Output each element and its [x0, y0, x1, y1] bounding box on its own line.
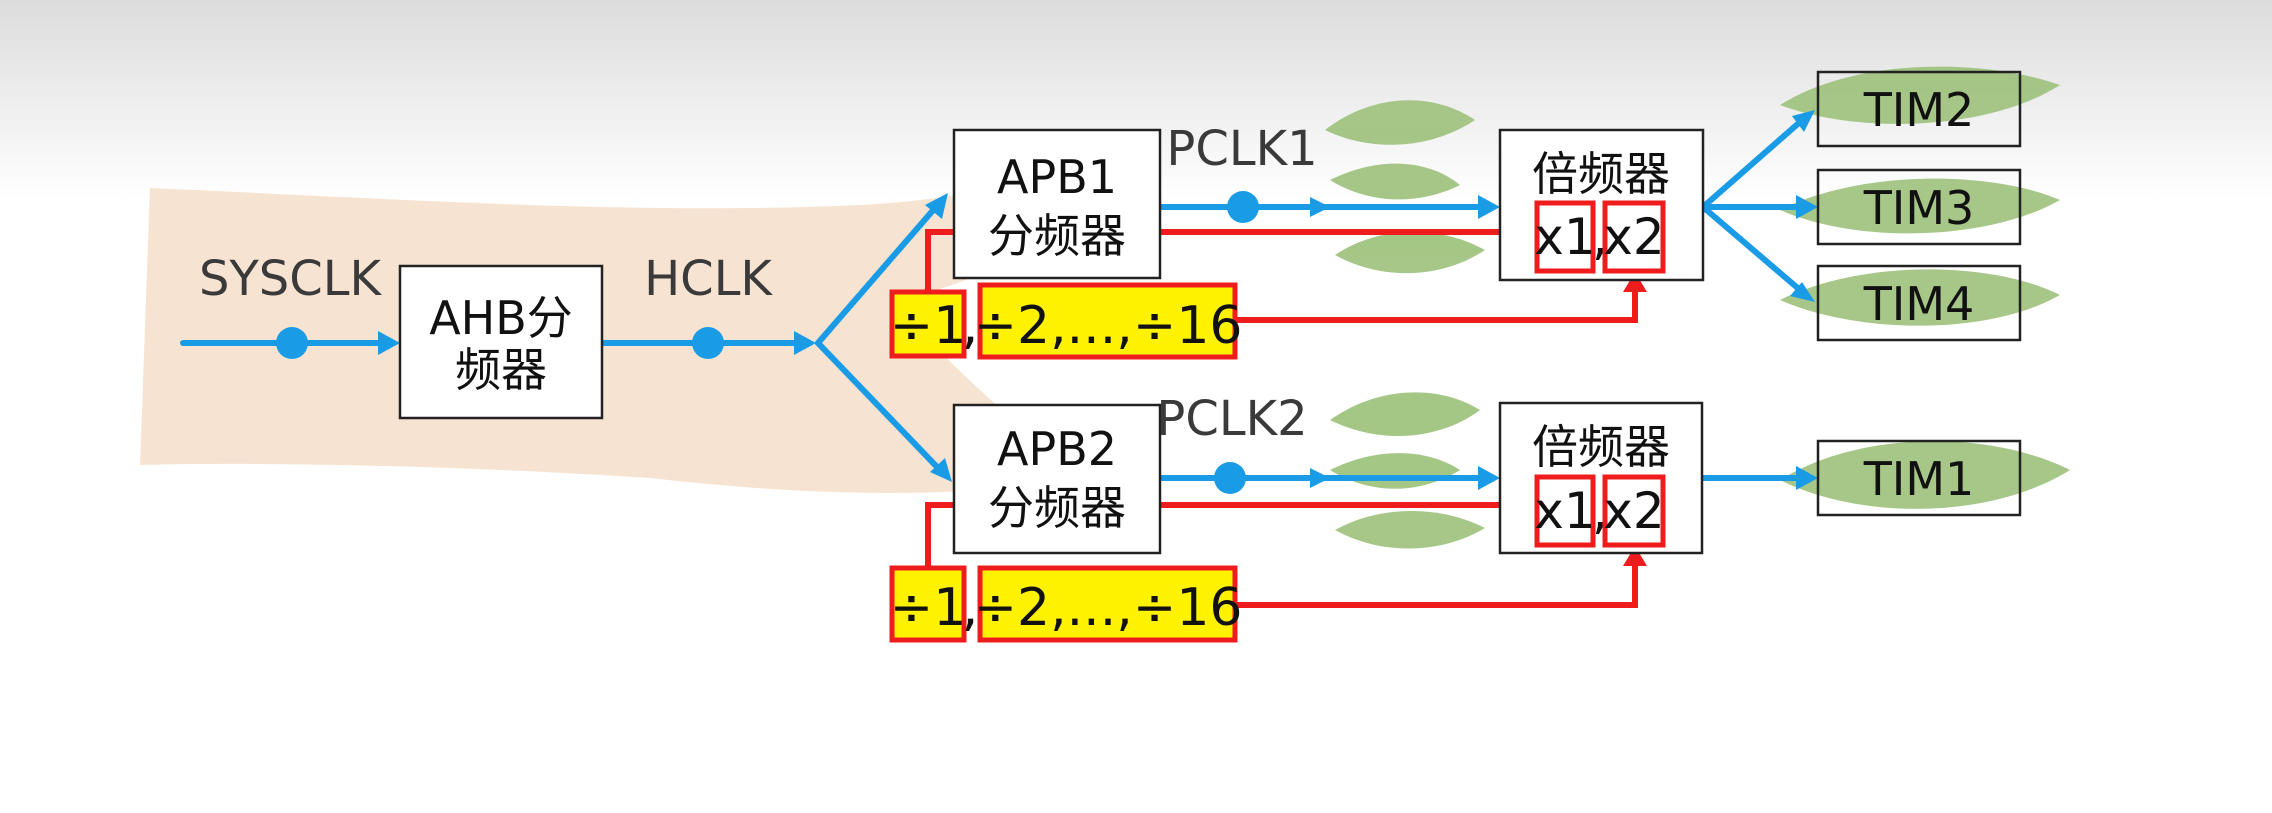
timer-tim1: TIM1	[1816, 439, 2022, 517]
apb2-prescaler-box: APB2 分频器	[952, 403, 1162, 555]
apb1-x1-text: x1	[1534, 208, 1595, 266]
apb1-multiplier-box: 倍频器 x1 , x2	[1498, 128, 1705, 282]
apb2-x2-option	[1602, 474, 1666, 548]
apb1-div-range-option	[977, 282, 1238, 360]
apb1-x1-option	[1534, 200, 1596, 274]
apb2-multiplier-box: 倍频器 x1 , x2	[1498, 401, 1704, 555]
pclk1-node	[1227, 191, 1259, 223]
apb2-div1-text: ÷1	[890, 578, 967, 638]
pclk2-label: PCLK2	[1156, 391, 1307, 447]
apb2-x2-text: x2	[1603, 482, 1664, 540]
ahb-box-line2: 频器	[455, 343, 547, 397]
leaf-decorations	[1325, 66, 2070, 549]
apb2-div-separator: ,	[962, 578, 979, 638]
apb1-box-line1: APB1	[997, 150, 1117, 204]
hclk-label: HCLK	[644, 251, 773, 307]
apb1-div-range-text: ÷2,...,÷16	[973, 296, 1242, 356]
apb2-multiplier-title: 倍频器	[1532, 420, 1670, 474]
apb1-box-line2: 分频器	[988, 209, 1126, 263]
apb2-x1-option	[1534, 474, 1596, 548]
apb2-box-line1: APB2	[997, 422, 1117, 476]
apb1-x2-text: x2	[1603, 208, 1664, 266]
apb1-multiplier-title: 倍频器	[1532, 147, 1670, 201]
apb1-div-separator: ,	[962, 296, 979, 356]
ahb-box-line1: AHB分	[429, 291, 573, 345]
trunk-decoration	[140, 160, 1150, 493]
sysclk-label: SYSCLK	[199, 251, 383, 307]
apb2-div-range-option	[977, 565, 1238, 643]
tim4-label: TIM4	[1863, 277, 1975, 331]
apb1-prescaler-box: APB1 分频器	[952, 128, 1162, 280]
apb2-div-range-text: ÷2,...,÷16	[973, 578, 1242, 638]
timer-tim4: TIM4	[1816, 264, 2022, 342]
apb2-x1-text: x1	[1534, 482, 1595, 540]
apb1-div1-text: ÷1	[890, 296, 967, 356]
select-lines	[925, 220, 1647, 608]
timer-tim2: TIM2	[1816, 70, 2022, 148]
sysclk-node	[276, 327, 308, 359]
tim2-label: TIM2	[1863, 83, 1975, 137]
ahb-prescaler-box: AHB分 频器	[398, 264, 604, 420]
apb1-div1-option	[889, 289, 967, 359]
apb2-divider-options: ÷1 , ÷2,...,÷16	[889, 565, 1243, 643]
timer-tim3: TIM3	[1816, 168, 2022, 246]
pclk2-node	[1214, 462, 1246, 494]
apb2-div1-option	[889, 565, 967, 643]
signal-lines	[180, 110, 1818, 494]
apb2-box-line2: 分频器	[988, 481, 1126, 535]
apb1-divider-options: ÷1 , ÷2,...,÷16	[889, 282, 1243, 360]
tim1-label: TIM1	[1863, 452, 1975, 506]
pclk1-label: PCLK1	[1166, 121, 1317, 177]
apb1-x2-option	[1602, 200, 1666, 274]
hclk-node	[692, 327, 724, 359]
tim3-label: TIM3	[1863, 181, 1975, 235]
